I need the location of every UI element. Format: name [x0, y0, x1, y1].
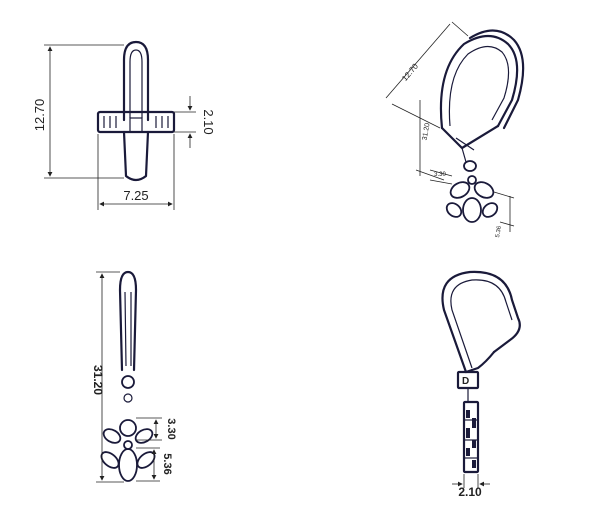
connector-gem	[121, 375, 135, 389]
view-bottom-right: D 2.10	[441, 270, 521, 499]
charm-stack	[462, 400, 480, 474]
hoop-inner	[129, 49, 143, 118]
drop-gem	[118, 448, 138, 482]
iso-dim-length: 31.20	[422, 122, 432, 141]
iso-dim-hoop: 12.70	[400, 61, 420, 83]
dim-charm: 3.30	[165, 418, 177, 439]
dim-width: 7.25	[123, 188, 148, 203]
dim-height: 12.70	[32, 99, 47, 132]
side-hoop-outer	[441, 270, 521, 374]
view-top-right: 12.70 31.20 3.30 5.36	[385, 21, 525, 238]
iso-hoop-outer	[439, 34, 519, 130]
view-bottom-left: 31.20 3.30 5.36	[91, 270, 177, 483]
lower-body	[122, 130, 150, 182]
svg-text:D: D	[462, 376, 469, 387]
iso-dim-bottom-small: 5.36	[495, 225, 503, 238]
dim-drop: 5.36	[161, 453, 173, 474]
view-top-left: 12.70 7.25 2.10	[32, 40, 216, 210]
hoop-outline	[122, 40, 150, 122]
dim-side: 2.10	[201, 109, 216, 134]
dim-total: 31.20	[91, 365, 105, 395]
dim-thickness: 2.10	[458, 485, 482, 499]
front-shank	[118, 270, 138, 372]
iso-dim-top-small: 3.30	[434, 172, 446, 178]
